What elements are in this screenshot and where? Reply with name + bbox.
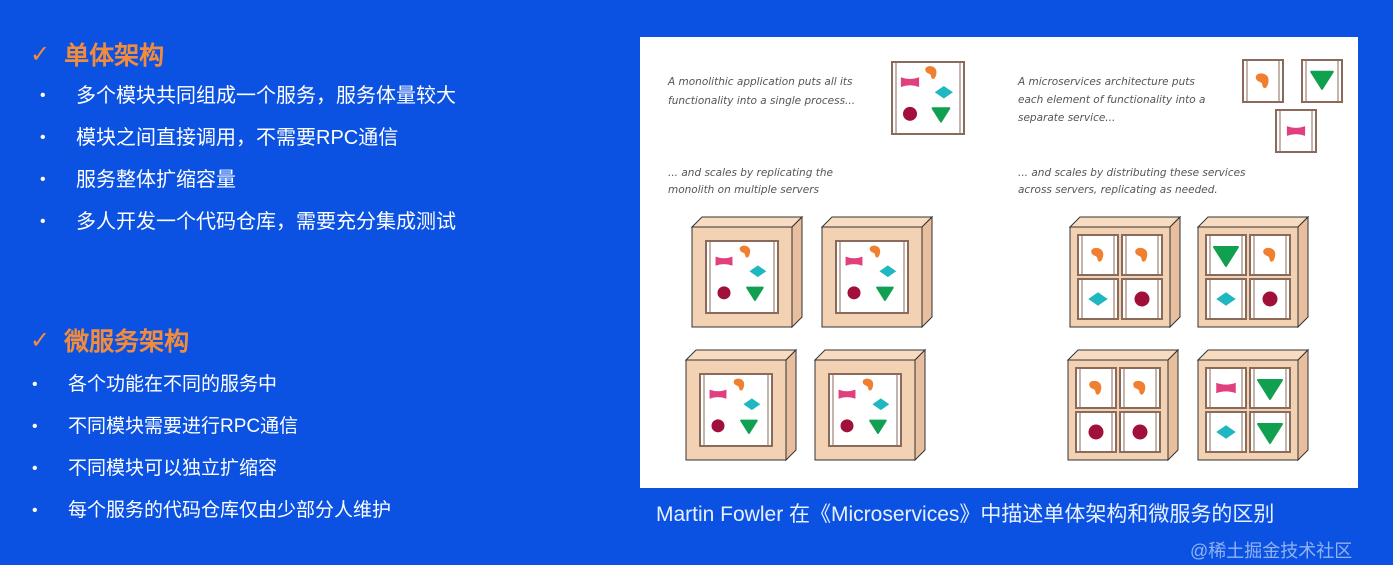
monolith-process-box <box>828 373 902 447</box>
monolith-process-box <box>705 240 779 314</box>
microservice-heading-text: 微服务架构 <box>64 328 190 356</box>
orange-module-icon <box>1091 247 1104 262</box>
server-top <box>690 216 804 228</box>
bullet-item: 服务整体扩缩容量 <box>40 159 456 201</box>
green-module-icon <box>1257 423 1283 444</box>
figure-caption: Martin Fowler 在《Microservices》中描述单体架构和微服… <box>656 503 1275 526</box>
orange-module-icon <box>733 378 745 391</box>
teal-module-icon <box>934 85 953 99</box>
mono-scale-text: ... and scales by replicating the <box>668 167 833 179</box>
microservice-box <box>1119 367 1161 409</box>
server-side <box>1297 215 1309 329</box>
teal-module-icon <box>1216 292 1236 306</box>
bullet-item: 不同模块需要进行RPC通信 <box>32 406 391 448</box>
bullet-item: 不同模块可以独立扩缩容 <box>32 448 391 490</box>
server-side <box>921 215 933 329</box>
micro-text: separate service... <box>1018 112 1115 124</box>
monolith-process-box <box>699 373 773 447</box>
server-side <box>1297 348 1309 462</box>
green-module-icon <box>869 419 887 434</box>
monolith-bullets: 多个模块共同组成一个服务，服务体量较大 模块之间直接调用，不需要RPC通信 服务… <box>40 75 456 243</box>
teal-module-icon <box>1088 292 1108 306</box>
microservice-box <box>1249 411 1291 453</box>
bullet-item: 各个功能在不同的服务中 <box>32 364 391 406</box>
mono-scale-text: monolith on multiple servers <box>668 184 820 196</box>
check-icon: ✓ <box>30 326 51 354</box>
green-module-icon <box>1213 246 1239 267</box>
check-icon: ✓ <box>30 40 51 68</box>
orange-module-icon <box>869 245 881 258</box>
pink-module-icon <box>838 389 856 399</box>
fowler-diagram: A monolithic application puts all its fu… <box>640 37 1358 488</box>
maroon-module-icon <box>1262 291 1278 307</box>
teal-module-icon <box>1216 425 1236 439</box>
pink-module-icon <box>900 77 920 88</box>
maroon-module-icon <box>711 419 725 433</box>
maroon-module-icon <box>1134 291 1150 307</box>
microservice-heading: ✓ 微服务架构 <box>30 322 189 358</box>
server-side <box>1169 215 1181 329</box>
green-module-icon <box>931 107 951 123</box>
orange-module-icon <box>862 378 874 391</box>
server-top <box>813 349 927 361</box>
pink-module-icon <box>709 389 727 399</box>
maroon-module-icon <box>1132 424 1148 440</box>
orange-module-icon <box>925 66 937 80</box>
server-top <box>1066 349 1180 361</box>
bullet-item: 多人开发一个代码仓库，需要充分集成测试 <box>40 201 456 243</box>
server-top <box>684 349 798 361</box>
green-module-icon <box>1257 379 1283 400</box>
maroon-module-icon <box>717 286 731 300</box>
mono-text: A monolithic application puts all its <box>667 76 853 88</box>
green-module-icon <box>746 286 764 301</box>
maroon-module-icon <box>847 286 861 300</box>
micro-scale-text: ... and scales by distributing these ser… <box>1018 167 1246 179</box>
bullet-item: 模块之间直接调用，不需要RPC通信 <box>40 117 456 159</box>
green-module-icon <box>1310 70 1334 90</box>
server-side <box>791 215 803 329</box>
pink-module-icon <box>1286 126 1306 136</box>
orange-module-icon <box>739 245 751 258</box>
maroon-module-icon <box>840 419 854 433</box>
server-top <box>820 216 934 228</box>
server-top <box>1196 216 1310 228</box>
maroon-module-icon <box>903 106 917 121</box>
bullet-item: 多个模块共同组成一个服务，服务体量较大 <box>40 75 456 117</box>
microservice-bullets: 各个功能在不同的服务中 不同模块需要进行RPC通信 不同模块可以独立扩缩容 每个… <box>32 364 391 532</box>
orange-module-icon <box>1255 73 1269 89</box>
server-side <box>1167 348 1179 462</box>
server-side <box>785 348 797 462</box>
micro-scale-text: across servers, replicating as needed. <box>1018 184 1218 196</box>
bullet-item: 每个服务的代码仓库仅由少部分人维护 <box>32 490 391 532</box>
mono-text: functionality into a single process... <box>668 95 855 107</box>
server-top <box>1068 216 1182 228</box>
micro-text: A microservices architecture puts <box>1017 76 1195 88</box>
server-side <box>914 348 926 462</box>
maroon-module-icon <box>1088 424 1104 440</box>
orange-module-icon <box>1089 380 1102 395</box>
micro-text: each element of functionality into a <box>1018 94 1205 106</box>
monolith-heading-text: 单体架构 <box>64 42 165 70</box>
microservice-box <box>1249 278 1291 320</box>
monolith-process-box <box>891 61 965 135</box>
watermark: @稀土掘金技术社区 <box>1190 541 1353 561</box>
green-module-icon <box>876 286 894 301</box>
pink-module-icon <box>1216 382 1236 394</box>
monolith-process-box <box>835 240 909 314</box>
server-top <box>1196 349 1310 361</box>
pink-module-icon <box>845 256 863 266</box>
orange-module-icon <box>1263 247 1276 262</box>
orange-module-icon <box>1135 247 1148 262</box>
diagram-svg: A monolithic application puts all its fu… <box>667 59 1343 462</box>
monolith-heading: ✓ 单体架构 <box>30 36 164 72</box>
orange-module-icon <box>1133 380 1146 395</box>
pink-module-icon <box>715 256 733 266</box>
green-module-icon <box>740 419 758 434</box>
